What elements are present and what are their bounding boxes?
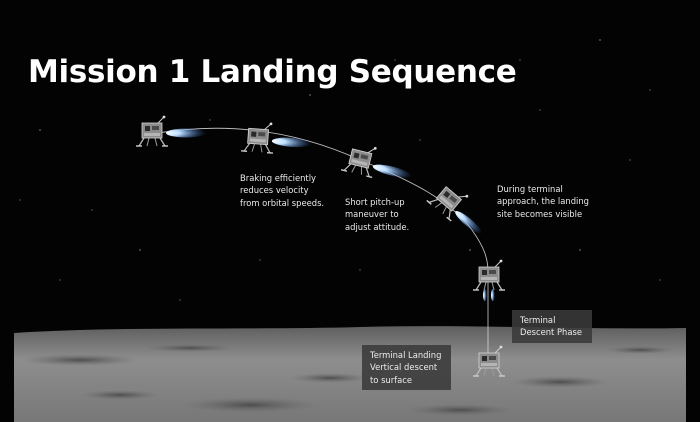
caption-line: Short pitch-up [345, 197, 405, 207]
moon-surface [14, 326, 686, 422]
caption-pitch-up: Short pitch-up maneuver to adjust attitu… [345, 196, 409, 233]
label-line: Terminal Landing [370, 350, 442, 360]
lander-icon [426, 176, 482, 234]
engine-plume-icon [166, 128, 206, 138]
label-line: Vertical descent [370, 362, 438, 373]
caption-line: approach, the landing [497, 196, 589, 207]
caption-terminal-approach: During terminal approach, the landing si… [497, 183, 589, 220]
caption-braking: Braking efficiently reduces velocity fro… [240, 172, 324, 209]
label-terminal-landing: Terminal Landing Vertical descent to sur… [362, 345, 452, 391]
lander-icon [135, 114, 206, 147]
label-terminal-descent: Terminal Descent Phase [512, 310, 592, 343]
caption-line: site becomes visible [497, 208, 583, 219]
trajectory-path [151, 127, 489, 358]
caption-line: During terminal [497, 184, 563, 194]
caption-line: adjust attitude. [345, 221, 410, 232]
caption-line: Braking efficiently [240, 173, 316, 183]
starfield [19, 39, 661, 301]
caption-line: from orbital speeds. [240, 197, 325, 208]
engine-plume-icon [483, 289, 487, 301]
engine-plume-icon [372, 164, 412, 178]
label-line: Descent Phase [520, 327, 582, 338]
engine-plume-icon [491, 289, 495, 301]
label-line: Terminal [520, 315, 556, 325]
engine-plume-icon [271, 137, 312, 148]
page-title: Mission 1 Landing Sequence [28, 54, 517, 90]
engine-plume-icon [455, 210, 482, 234]
lander-icon [240, 119, 312, 154]
caption-line: reduces velocity [240, 185, 309, 196]
lander-icon [340, 139, 412, 179]
lander-icon [472, 258, 506, 301]
caption-line: maneuver to [345, 209, 399, 220]
label-line: to surface [370, 374, 413, 385]
